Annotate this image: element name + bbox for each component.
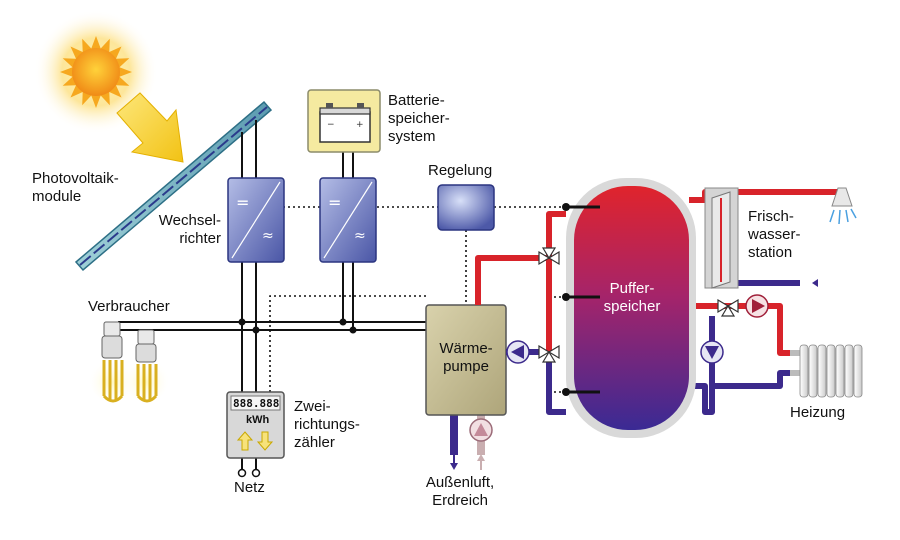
heating-label: Heizung — [790, 404, 846, 421]
pv-label: Photovoltaik- module — [32, 170, 119, 205]
meter-digits: 888.888 — [233, 397, 280, 410]
control-label: Regelung — [428, 162, 493, 179]
pv-module — [74, 100, 273, 272]
pump-icon — [469, 418, 493, 442]
radiator-fin — [808, 344, 818, 398]
heat-pump — [425, 304, 507, 416]
svg-text:≈: ≈ — [262, 228, 274, 244]
buffer-tank — [562, 178, 696, 438]
flow-arrows — [812, 279, 818, 287]
buffer-label: Puffer- speicher — [603, 280, 661, 315]
radiator-fin — [844, 344, 854, 398]
pump-icon — [506, 340, 530, 364]
ac-bus — [118, 318, 428, 334]
svg-text:=: = — [328, 193, 341, 212]
inverter-icon: = ≈ — [227, 177, 285, 263]
control-lines — [269, 206, 566, 393]
sun-arrow — [116, 92, 184, 163]
controller-icon — [437, 184, 495, 231]
valve-icon — [538, 344, 560, 363]
pump-icon — [745, 294, 769, 318]
radiator-fin — [853, 344, 863, 398]
inverter-icon: = ≈ — [319, 177, 377, 263]
heatpump-label: Wärme- pumpe — [439, 340, 493, 375]
shower-icon — [829, 187, 857, 225]
radiator-fin — [799, 344, 809, 398]
inverter-label: Wechsel- richter — [158, 212, 221, 247]
radiator-fin — [826, 344, 836, 398]
meter-label: Zwei- richtungs- zähler — [294, 398, 360, 451]
svg-text:−: − — [327, 120, 335, 130]
battery-icon: − + — [307, 89, 381, 153]
pump-icon — [700, 340, 724, 364]
battery-label: Batterie- speicher- system — [388, 92, 450, 145]
meter-unit: kWh — [246, 414, 270, 426]
svg-text:=: = — [236, 193, 249, 212]
svg-text:≈: ≈ — [354, 228, 366, 244]
bulb-icon — [90, 321, 134, 403]
pv-cabling — [241, 120, 354, 470]
meter-icon — [226, 391, 285, 459]
svg-text:+: + — [356, 120, 364, 130]
source-label: Außenluft, Erdreich — [425, 474, 495, 509]
freshwater-station — [704, 187, 739, 289]
consumer-label: Verbraucher — [88, 298, 170, 315]
radiator-fin — [817, 344, 827, 398]
valve-icon — [717, 298, 739, 317]
valve-icon — [538, 247, 560, 266]
bulb-icon — [124, 329, 168, 403]
radiator-icon — [790, 344, 863, 398]
grid-terminal — [237, 468, 261, 478]
sun-icon — [34, 10, 158, 134]
radiator-fin — [835, 344, 845, 398]
grid-label: Netz — [234, 479, 265, 496]
freshwater-label: Frisch- wasser- station — [748, 208, 801, 261]
